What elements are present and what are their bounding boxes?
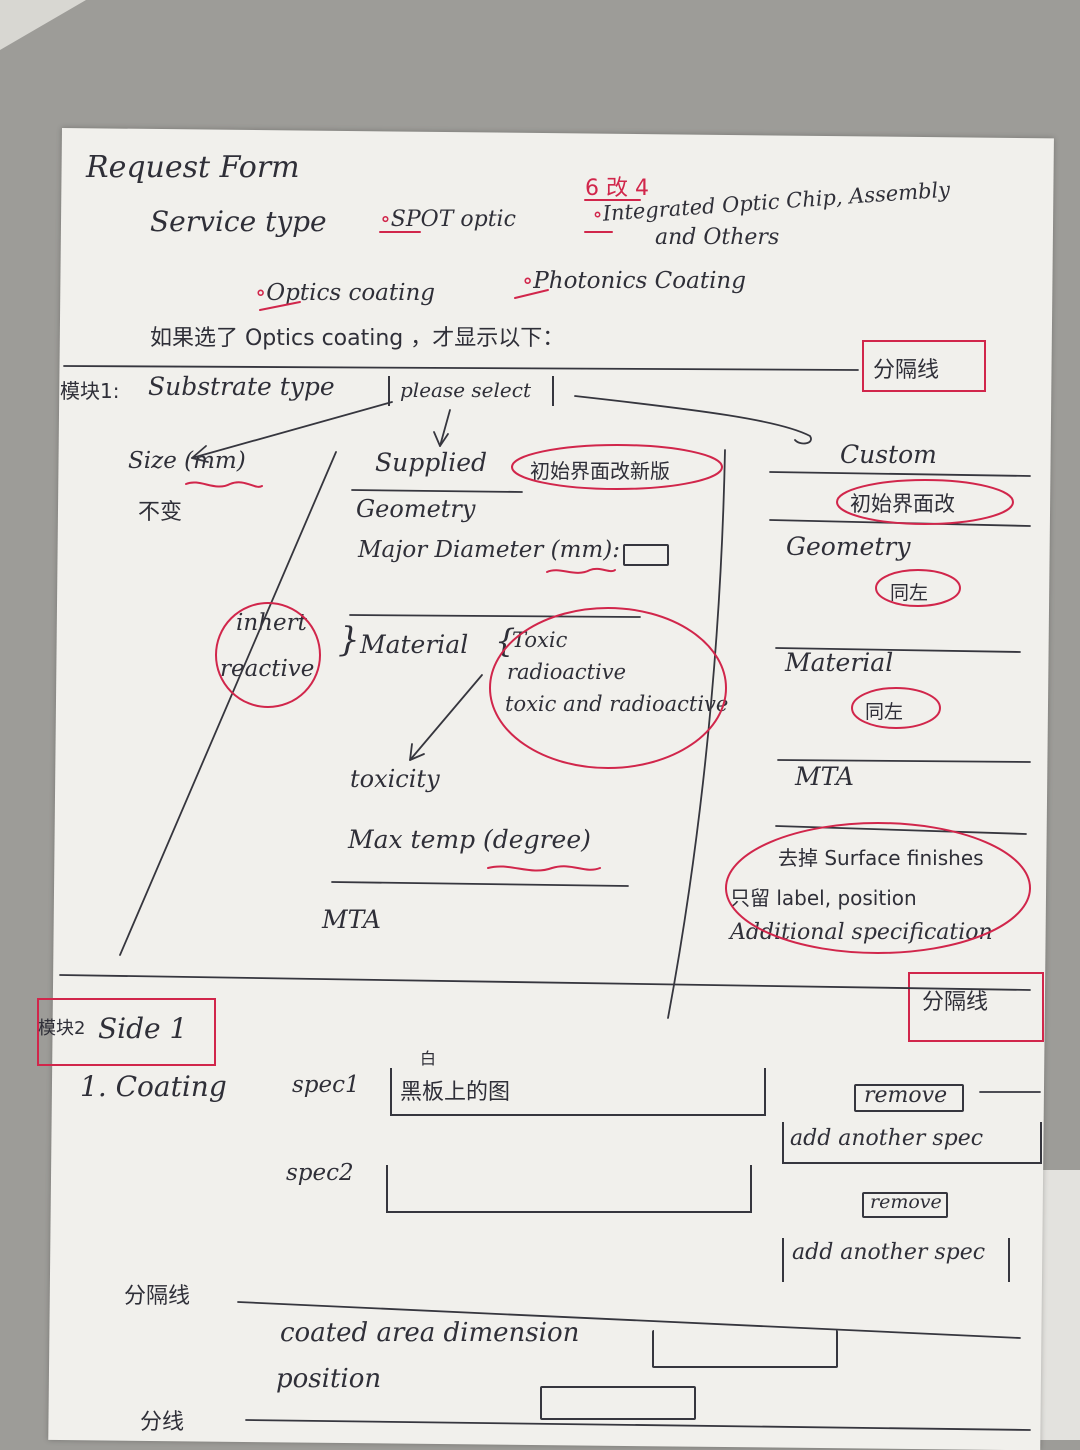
option-spot-optic[interactable]: ∘SPOT optic	[380, 207, 516, 232]
position-input[interactable]	[540, 1386, 696, 1420]
size-label: Size (mm)	[128, 448, 246, 474]
surface-note-3: Additional specification	[730, 920, 993, 945]
position-label: position	[276, 1364, 382, 1394]
divider-label-1: 分隔线	[124, 1284, 191, 1309]
side1-label: Side 1	[98, 1012, 188, 1045]
remove-button-1[interactable]: remove	[854, 1083, 964, 1112]
max-temp-label: Max temp (degree)	[348, 825, 591, 854]
add-spec-button-1[interactable]: add another spec	[782, 1122, 1042, 1164]
divider2-note-box	[908, 972, 1044, 1042]
custom-material: Material	[785, 648, 894, 677]
inert-label: inhert	[236, 610, 307, 636]
module2-label: 模块2	[38, 1018, 86, 1039]
note-6-to-4: 6 改 4	[585, 176, 649, 201]
module2-box	[37, 998, 216, 1066]
divider-note: 分隔线	[873, 358, 940, 383]
brace: }	[338, 620, 360, 660]
diameter-label: Major Diameter (mm):	[358, 537, 620, 563]
supplied-geometry: Geometry	[356, 495, 476, 523]
option-others: and Others	[655, 225, 780, 250]
spec2-label: spec2	[286, 1160, 354, 1186]
custom-note: 初始界面改	[850, 492, 955, 516]
service-type-label: Service type	[150, 205, 327, 238]
spec1-input[interactable]: 黑板上的图	[390, 1068, 766, 1116]
surface-note-1: 去掉 Surface finishes	[778, 846, 984, 870]
radioactive-option: radioactive	[507, 660, 627, 684]
supplied-note: 初始界面改新版	[530, 459, 670, 483]
toxic-option: Toxic	[512, 628, 568, 652]
custom-geometry-note: 同左	[890, 582, 929, 604]
supplied-mta: MTA	[322, 905, 381, 934]
reactive-label: reactive	[220, 656, 315, 682]
condition-note: 如果选了 Optics coating ，才显示以下：	[150, 326, 565, 351]
toxicity-label: toxicity	[350, 765, 440, 793]
option-photonics-coating[interactable]: ∘Photonics Coating	[522, 268, 746, 294]
coated-area-input[interactable]	[652, 1330, 838, 1368]
custom-mta: MTA	[795, 762, 854, 791]
form-title: Request Form	[86, 150, 300, 185]
spec1-value: 黑板上的图	[400, 1080, 511, 1105]
spec1-correction: 白	[420, 1049, 437, 1068]
substrate-select[interactable]: please select	[388, 376, 554, 406]
divider-note-box	[862, 340, 986, 392]
divider2-note: 分隔线	[922, 990, 989, 1015]
select-placeholder: please select	[400, 378, 531, 402]
toxic-radioactive-option: toxic and radioactive	[505, 692, 729, 716]
custom-material-note: 同左	[865, 701, 904, 723]
custom-title: Custom	[840, 440, 937, 469]
add-spec-button-2[interactable]: add another spec	[782, 1238, 1010, 1282]
coating-label: 1. Coating	[80, 1070, 227, 1103]
remove-button-2[interactable]: remove	[862, 1191, 948, 1218]
size-note: 不变	[138, 500, 183, 525]
surface-note-2: 只留 label, position	[730, 886, 917, 910]
divider-label-2: 分线	[140, 1410, 185, 1435]
diameter-input[interactable]	[623, 544, 669, 566]
substrate-type-label: Substrate type	[148, 372, 335, 401]
supplied-title: Supplied	[375, 448, 488, 477]
material-label: Material	[360, 630, 469, 659]
custom-geometry: Geometry	[786, 532, 911, 561]
module1-label: 模块1:	[60, 379, 120, 403]
paper-behind	[1040, 1170, 1080, 1440]
coated-area-label: coated area dimension	[280, 1318, 580, 1348]
spec2-input[interactable]	[386, 1165, 752, 1213]
spec1-label: spec1	[292, 1072, 360, 1098]
option-optics-coating[interactable]: ∘Optics coating	[255, 280, 436, 306]
